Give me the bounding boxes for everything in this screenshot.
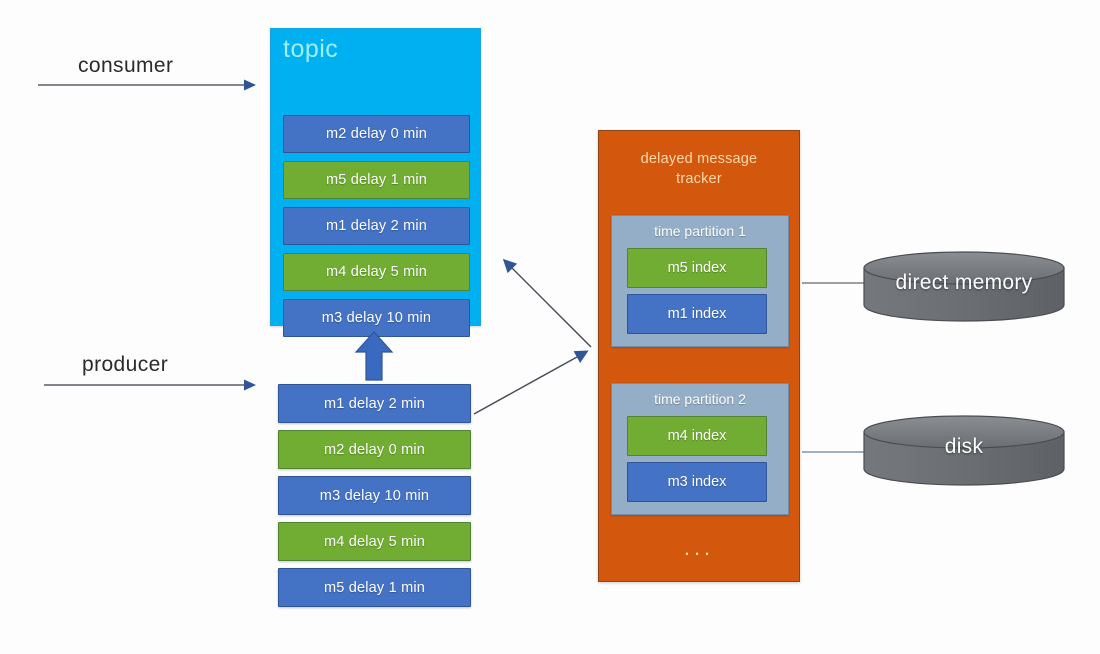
topic-message-label: m1 delay 2 min [325, 218, 428, 234]
index-label: m1 index [667, 306, 727, 322]
delayed-message-tracker-panel: delayed message tracker time partition 1… [598, 130, 800, 582]
queue-message-4: m5 delay 1 min [278, 568, 471, 607]
partition-1-index-1: m1 index [627, 294, 767, 334]
topic-message-4: m3 delay 10 min [283, 299, 470, 337]
tracker-more-partitions-ellipsis: ... [683, 535, 715, 560]
partition-1-index-0: m5 index [627, 248, 767, 288]
topic-message-1: m5 delay 1 min [283, 161, 470, 199]
consumer-label: consumer [78, 54, 174, 77]
time-partition-1-title: time partition 1 [654, 223, 746, 239]
topic-message-label: m2 delay 0 min [325, 126, 428, 142]
topic-title: topic [283, 35, 339, 63]
producer-to-topic-up-arrow [352, 330, 396, 382]
queue-message-label: m2 delay 0 min [323, 441, 426, 458]
direct-memory-node: direct memory [864, 252, 1064, 314]
index-label: m3 index [667, 474, 727, 490]
queue-message-label: m3 delay 10 min [319, 487, 430, 504]
time-partition-1: time partition 1 m5 index m1 index [611, 215, 789, 347]
tracker-title-line1: delayed message [640, 151, 758, 167]
index-label: m5 index [667, 260, 727, 276]
disk-node: disk [864, 416, 1064, 478]
topic-message-label: m5 delay 1 min [325, 172, 428, 188]
topic-message-0: m2 delay 0 min [283, 115, 470, 153]
tracker-title-line2: tracker [676, 171, 722, 187]
consumer-arrow [38, 79, 256, 91]
topic-message-label: m3 delay 10 min [321, 310, 432, 326]
topic-message-2: m1 delay 2 min [283, 207, 470, 245]
producer-arrow [44, 379, 256, 391]
tracker-to-topic-arrow [502, 258, 592, 348]
direct-memory-label: direct memory [895, 271, 1033, 294]
queue-to-tracker-arrow [473, 350, 589, 415]
queue-message-label: m4 delay 5 min [323, 533, 426, 550]
partition-2-index-1: m3 index [627, 462, 767, 502]
queue-message-0: m1 delay 2 min [278, 384, 471, 423]
queue-message-label: m5 delay 1 min [323, 579, 426, 596]
time-partition-2: time partition 2 m4 index m3 index [611, 383, 789, 515]
queue-message-label: m1 delay 2 min [323, 395, 426, 412]
topic-message-3: m4 delay 5 min [283, 253, 470, 291]
index-label: m4 index [667, 428, 727, 444]
time-partition-2-title: time partition 2 [654, 391, 746, 407]
partition-2-index-0: m4 index [627, 416, 767, 456]
producer-label: producer [82, 353, 169, 376]
tracker-title: delayed message tracker [599, 149, 799, 189]
queue-message-3: m4 delay 5 min [278, 522, 471, 561]
topic-panel: topic m2 delay 0 min m5 delay 1 min m1 d… [270, 28, 481, 337]
queue-message-2: m3 delay 10 min [278, 476, 471, 515]
queue-message-1: m2 delay 0 min [278, 430, 471, 469]
topic-message-label: m4 delay 5 min [325, 264, 428, 280]
disk-label: disk [944, 435, 984, 458]
